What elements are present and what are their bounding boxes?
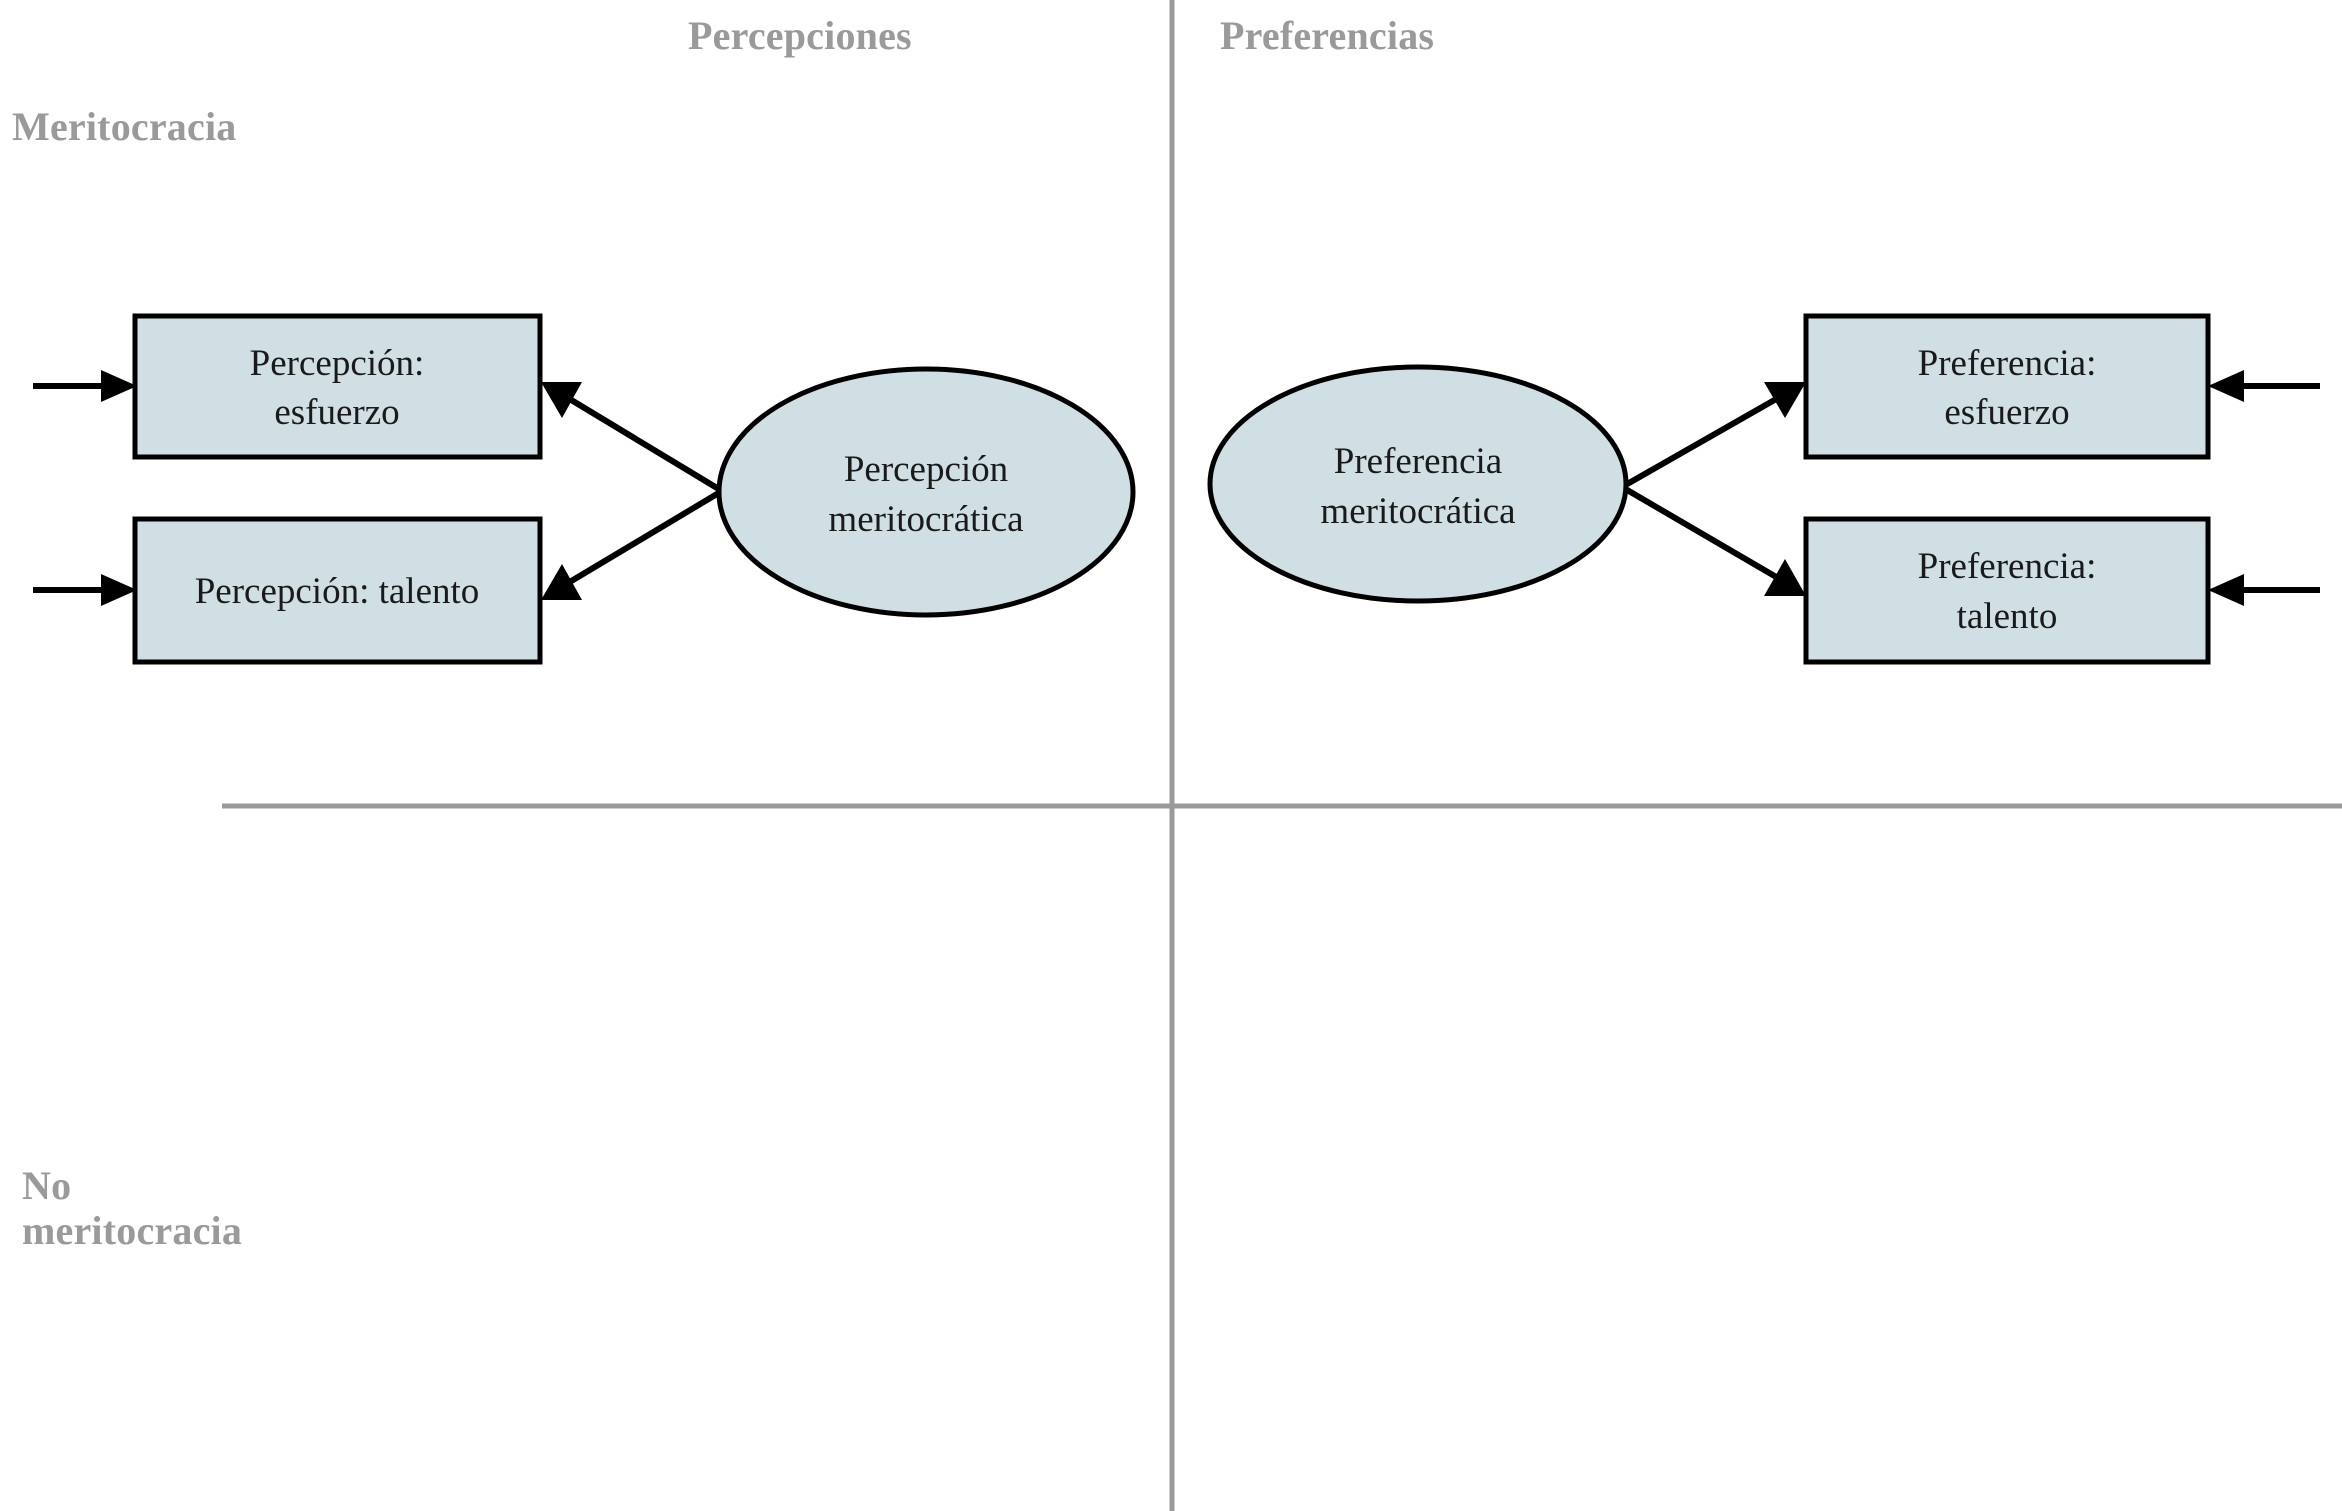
node-preferencia-meritocratica-line2: meritocrática — [1320, 491, 1515, 532]
node-preferencia-esfuerzo[interactable]: Preferencia: esfuerzo — [1803, 313, 2211, 460]
node-preferencia-meritocratica[interactable]: Preferencia meritocrática — [1207, 364, 1629, 604]
node-preferencia-talento-line1: Preferencia: — [1918, 546, 2097, 587]
row-header-meritocracia: Meritocracia — [12, 104, 237, 149]
row-header-no-meritocracia: No meritocracia — [22, 1163, 243, 1253]
node-preferencia-esfuerzo-line2: esfuerzo — [1944, 392, 2069, 433]
node-percepcion-talento[interactable]: Percepción: talento — [132, 516, 543, 665]
node-preferencia-talento-line2: talento — [1957, 596, 2058, 637]
edge-external-in-preferencia-esfuerzo — [2208, 370, 2320, 402]
edge-preferencia-meritocratica-to-esfuerzo — [1620, 382, 1806, 490]
node-percepcion-meritocratica-line2: meritocrática — [828, 499, 1023, 540]
node-percepcion-esfuerzo-line1: Percepción: — [250, 343, 425, 384]
edge-external-in-percepcion-talento — [33, 574, 137, 606]
edge-percepcion-meritocratica-to-talento — [541, 488, 724, 600]
node-percepcion-talento-line1: Percepción: talento — [195, 571, 480, 612]
column-header-percepciones: Percepciones — [688, 13, 912, 58]
node-preferencia-talento[interactable]: Preferencia: talento — [1803, 516, 2211, 665]
node-percepcion-meritocratica-line1: Percepción — [844, 449, 1008, 490]
edge-external-in-percepcion-esfuerzo — [33, 370, 137, 402]
column-header-preferencias: Preferencias — [1220, 13, 1435, 58]
edge-external-in-preferencia-talento — [2208, 574, 2320, 606]
node-percepcion-esfuerzo-line2: esfuerzo — [274, 392, 399, 433]
node-percepcion-meritocratica[interactable]: Percepción meritocrática — [716, 366, 1136, 618]
node-preferencia-meritocratica-line1: Preferencia — [1334, 441, 1502, 482]
node-percepcion-esfuerzo[interactable]: Percepción: esfuerzo — [132, 313, 543, 460]
edge-percepcion-meritocratica-to-esfuerzo — [541, 382, 724, 494]
node-preferencia-esfuerzo-line1: Preferencia: — [1918, 343, 2097, 384]
edge-preferencia-meritocratica-to-talento — [1620, 484, 1806, 596]
